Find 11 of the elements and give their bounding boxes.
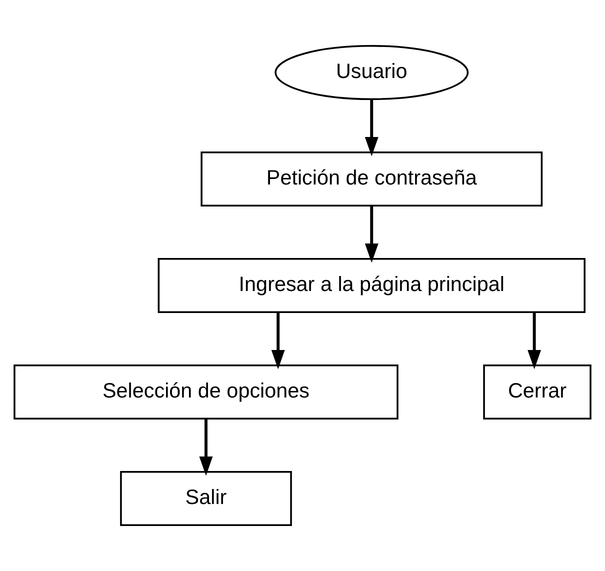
- arrow: [528, 312, 542, 370]
- arrow: [199, 418, 213, 476]
- arrow: [364, 206, 378, 263]
- arrow: [271, 312, 285, 370]
- node-box: Selección de opciones: [14, 364, 398, 420]
- node-box: Ingresar a la página principal: [158, 258, 586, 313]
- node-box: Petición de contraseña: [200, 152, 543, 207]
- arrow: [364, 99, 378, 156]
- node-box: Salir: [120, 470, 292, 526]
- node-ellipse: Usuario: [274, 45, 469, 100]
- node-box: Cerrar: [483, 364, 592, 420]
